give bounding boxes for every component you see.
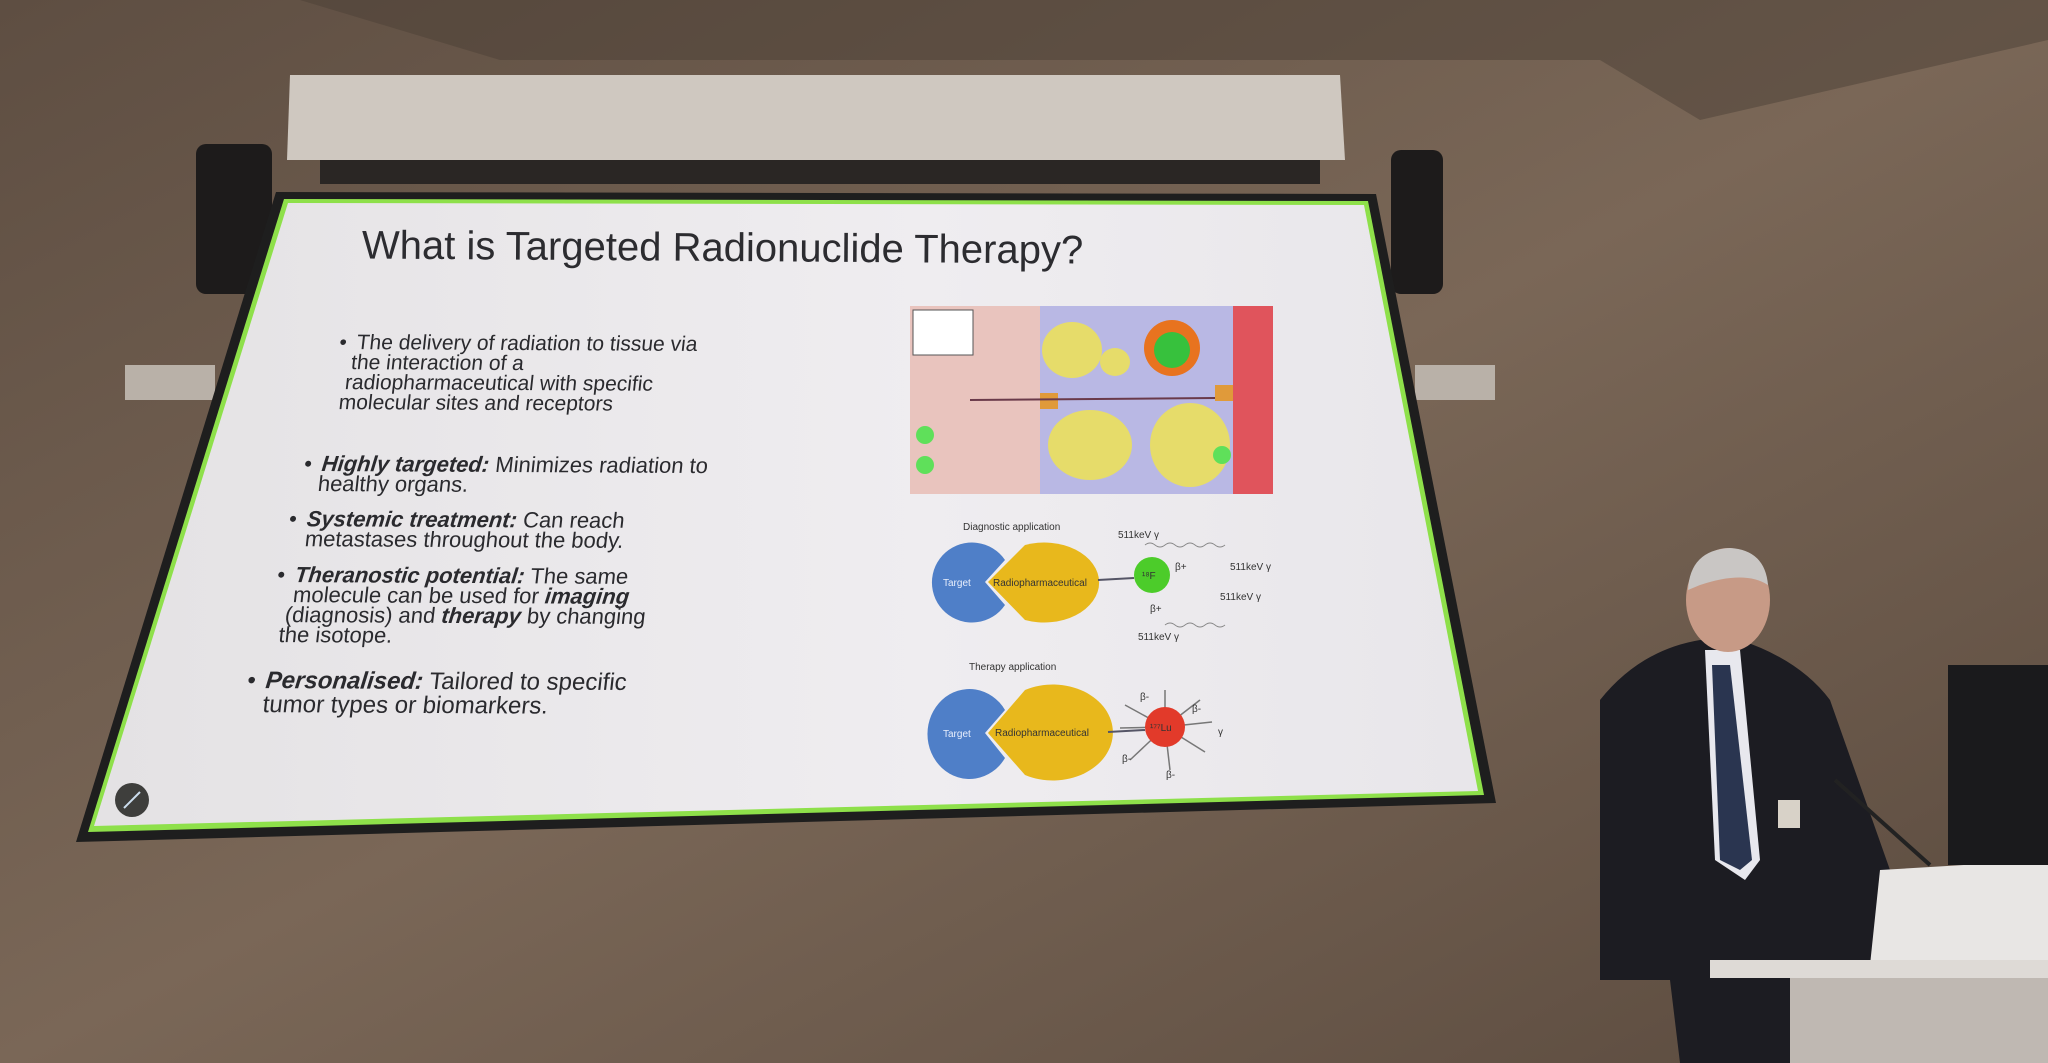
target-shape bbox=[931, 542, 1005, 623]
bullet-personalised: •Personalised: Tailored to specific tumo… bbox=[245, 667, 629, 720]
beta-minus-label: β- bbox=[1140, 692, 1149, 703]
bullet-systemic-treatment: •Systemic treatment: Can reach metastase… bbox=[287, 506, 627, 553]
radiopharmaceutical-shape bbox=[988, 542, 1100, 623]
intro-bullet: •The delivery of radiation to tissue via… bbox=[337, 331, 699, 416]
f18-label: ¹⁸F bbox=[1142, 571, 1156, 582]
beta-minus-label: β- bbox=[1192, 704, 1201, 715]
bullet-emphasis: therapy bbox=[440, 602, 523, 629]
pen-tool-icon[interactable] bbox=[115, 783, 149, 817]
left-speaker bbox=[196, 144, 272, 294]
gamma-label: 511keV γ bbox=[1118, 530, 1159, 541]
presenter bbox=[1600, 548, 1890, 1063]
beta-minus-label: β- bbox=[1166, 770, 1175, 781]
screen-roller bbox=[320, 160, 1320, 184]
diagnostic-label: Diagnostic application bbox=[963, 522, 1060, 533]
target-label: Target bbox=[943, 729, 971, 740]
lu177-label: ¹⁷⁷Lu bbox=[1150, 723, 1172, 734]
right-bracket bbox=[1415, 365, 1495, 400]
f18-isotope bbox=[1134, 557, 1170, 593]
lu177-isotope bbox=[1145, 707, 1185, 747]
bullet-line: tumor types or biomarkers. bbox=[261, 691, 550, 720]
bullet-line: molecular sites and receptors bbox=[337, 391, 615, 416]
beta-plus-label: β+ bbox=[1175, 562, 1187, 573]
thyroid-cell-diagram bbox=[910, 306, 1273, 494]
gamma-label: 511keV γ bbox=[1138, 632, 1179, 643]
gamma-label: 511keV γ bbox=[1230, 562, 1271, 573]
beta-minus-label: β- bbox=[1122, 754, 1131, 765]
bullet-line: by changing bbox=[525, 603, 648, 629]
bullet-line: healthy organs. bbox=[316, 471, 470, 497]
target-label: Target bbox=[943, 578, 971, 589]
podium bbox=[1710, 665, 2048, 1063]
diagnostic-diagram: Diagnostic application Target Radiopharm… bbox=[931, 522, 1271, 643]
bullet-line: metastases throughout the body. bbox=[303, 526, 626, 553]
gamma-label: 511keV γ bbox=[1220, 592, 1261, 603]
target-shape bbox=[927, 689, 1005, 780]
right-speaker bbox=[1391, 150, 1443, 294]
slide-title: What is Targeted Radionuclide Therapy? bbox=[361, 223, 1084, 273]
radiopharmaceutical-label: Radiopharmaceutical bbox=[993, 578, 1087, 589]
radiopharmaceutical-shape bbox=[988, 684, 1113, 781]
radiopharmaceutical-label: Radiopharmaceutical bbox=[995, 728, 1089, 739]
ceiling bbox=[0, 0, 2048, 120]
screen-housing bbox=[287, 75, 1345, 160]
bullet-theranostic-potential: •Theranostic potential: The same molecul… bbox=[276, 562, 648, 648]
therapy-diagram: Therapy application Target Radiopharmace… bbox=[927, 662, 1223, 781]
gamma-label: γ bbox=[1218, 727, 1223, 738]
beta-plus-label: β+ bbox=[1150, 604, 1162, 615]
bullet-line: Minimizes radiation to bbox=[494, 451, 710, 479]
therapy-label: Therapy application bbox=[969, 662, 1056, 673]
left-bracket bbox=[125, 365, 215, 400]
bullet-line: the isotope. bbox=[277, 622, 394, 648]
bullet-highly-targeted: •Highly targeted: Minimizes radiation to… bbox=[302, 450, 710, 497]
